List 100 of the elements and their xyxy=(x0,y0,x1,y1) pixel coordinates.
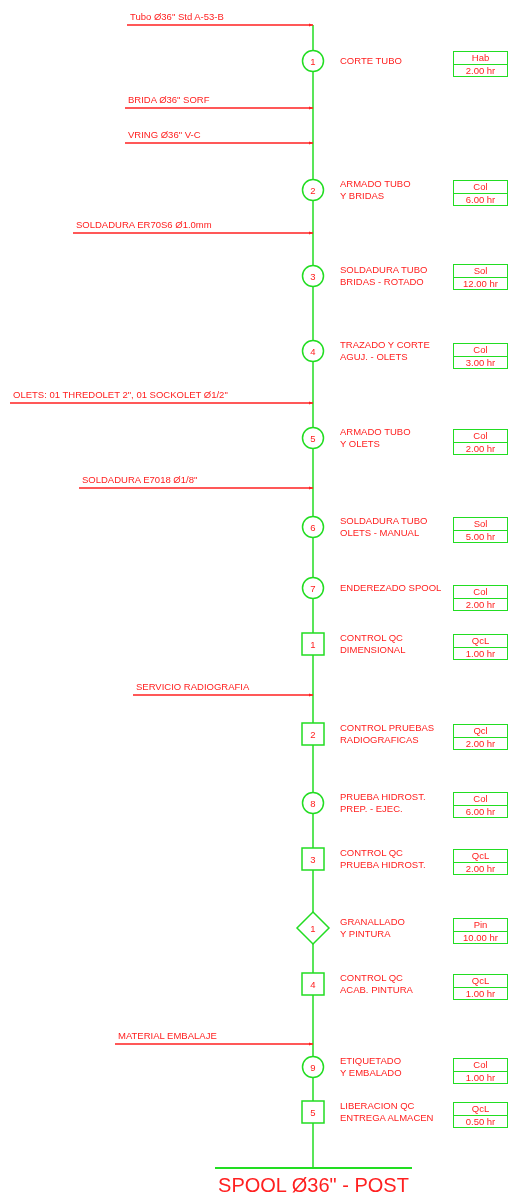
operation-circle xyxy=(302,516,324,538)
duration-text: 2.00 hr xyxy=(464,598,497,610)
step-number: 5 xyxy=(310,1106,316,1118)
resource-code: Sol xyxy=(454,518,507,531)
duration-text: 12.00 hr xyxy=(462,277,499,289)
step-description: CONTROL PRUEBAS RADIOGRAFICAS xyxy=(340,722,436,746)
flow-line xyxy=(312,24,314,51)
resource-time-box xyxy=(453,517,508,543)
step-description: PRUEBA HIDROST. PREP. - EJEC. xyxy=(340,791,427,815)
input-arrow xyxy=(126,23,314,27)
duration-text: 1.00 hr xyxy=(464,1071,497,1083)
step-number: 2 xyxy=(310,728,316,740)
step-description: TRAZADO Y CORTE AGUJ. - OLETS xyxy=(340,339,431,363)
operation-circle xyxy=(302,50,324,72)
step-description: CONTROL QC ACAB. PINTURA xyxy=(340,972,414,996)
resource-code: Col xyxy=(454,181,507,194)
step-number: 3 xyxy=(310,853,316,865)
resource-time-box xyxy=(453,974,508,1000)
duration-text: 6.00 hr xyxy=(464,805,497,817)
inspection-square xyxy=(302,633,324,655)
resource-time-box xyxy=(453,918,508,944)
resource-time-box xyxy=(453,429,508,455)
material-label: BRIDA Ø36" SORF xyxy=(128,94,210,106)
flow-line xyxy=(312,813,314,849)
resource-code: Col xyxy=(454,430,507,443)
material-label: SERVICIO RADIOGRAFIA xyxy=(136,681,250,693)
flow-line xyxy=(312,598,314,634)
duration-text: 5.00 hr xyxy=(464,530,497,542)
step-description: ETIQUETADO Y EMBALADO xyxy=(340,1055,403,1079)
step-description: SOLDADURA TUBO BRIDAS - ROTADO xyxy=(340,264,429,288)
resource-code: Pin xyxy=(454,919,507,932)
resource-time-box xyxy=(453,1102,508,1128)
resource-time-box xyxy=(453,724,508,750)
material-label: SOLDADURA E7018 Ø1/8" xyxy=(82,474,198,486)
resource-code: QcL xyxy=(454,975,507,988)
resource-code: QcL xyxy=(454,850,507,863)
resource-code: Qcl xyxy=(454,725,507,738)
flow-line xyxy=(312,448,314,517)
step-number: 2 xyxy=(310,184,316,196)
duration-text: 6.00 hr xyxy=(464,193,497,205)
step-description: GRANALLADO Y PINTURA xyxy=(340,916,406,940)
resource-time-box xyxy=(453,634,508,660)
flow-line xyxy=(312,286,314,341)
resource-code: Col xyxy=(454,1059,507,1072)
duration-text: 0.50 hr xyxy=(464,1115,497,1127)
step-number: 7 xyxy=(310,582,316,594)
step-number: 5 xyxy=(310,432,316,444)
step-number: 8 xyxy=(310,797,316,809)
resource-time-box xyxy=(453,1058,508,1084)
inspection-square xyxy=(302,723,324,745)
flow-line xyxy=(312,869,314,913)
material-label: OLETS: 01 THREDOLET 2", 01 SOCKOLET Ø1/2" xyxy=(13,389,228,401)
step-description: LIBERACION QC ENTREGA ALMACEN xyxy=(340,1100,435,1124)
resource-time-box xyxy=(453,849,508,875)
duration-text: 2.00 hr xyxy=(464,862,497,874)
resource-code: QcL xyxy=(454,1103,507,1116)
step-description: CONTROL QC DIMENSIONAL xyxy=(340,632,407,656)
operation-circle xyxy=(302,577,324,599)
flow-line xyxy=(312,71,314,180)
input-arrow xyxy=(114,1042,314,1046)
input-arrow xyxy=(124,141,314,145)
resource-time-box xyxy=(453,180,508,206)
step-description: ENDEREZADO SPOOL xyxy=(340,582,443,594)
inspection-square xyxy=(302,1101,324,1123)
resource-time-box xyxy=(453,792,508,818)
step-number: 1 xyxy=(310,55,316,67)
operation-circle xyxy=(302,427,324,449)
step-number: 4 xyxy=(310,345,316,357)
product-label: SPOOL Ø36" - POST xyxy=(218,1173,409,1197)
input-arrow xyxy=(72,231,314,235)
material-label: MATERIAL EMBALAJE xyxy=(118,1030,217,1042)
operation-circle xyxy=(302,340,324,362)
flow-line xyxy=(312,1122,314,1168)
resource-code: Hab xyxy=(454,52,507,65)
input-arrow xyxy=(132,693,314,697)
resource-code: Sol xyxy=(454,265,507,278)
step-diamond xyxy=(297,912,329,944)
input-arrow xyxy=(124,106,314,110)
duration-text: 1.00 hr xyxy=(464,987,497,999)
duration-text: 1.00 hr xyxy=(464,647,497,659)
duration-text: 2.00 hr xyxy=(464,64,497,76)
flow-line xyxy=(312,200,314,266)
flow-line xyxy=(312,744,314,793)
flow-line xyxy=(312,1077,314,1102)
resource-code: Col xyxy=(454,344,507,357)
step-number: 9 xyxy=(310,1061,316,1073)
resource-code: Col xyxy=(454,793,507,806)
flow-line xyxy=(312,537,314,578)
flow-line xyxy=(312,994,314,1057)
material-label: VRING Ø36" V-C xyxy=(128,129,201,141)
operation-circle xyxy=(302,179,324,201)
operation-circle xyxy=(302,265,324,287)
resource-time-box xyxy=(453,585,508,611)
input-arrow xyxy=(9,401,314,405)
duration-text: 10.00 hr xyxy=(462,931,499,943)
resource-code: Col xyxy=(454,586,507,599)
duration-text: 3.00 hr xyxy=(464,356,497,368)
resource-time-box xyxy=(453,343,508,369)
operation-circle xyxy=(302,1056,324,1078)
resource-code: QcL xyxy=(454,635,507,648)
